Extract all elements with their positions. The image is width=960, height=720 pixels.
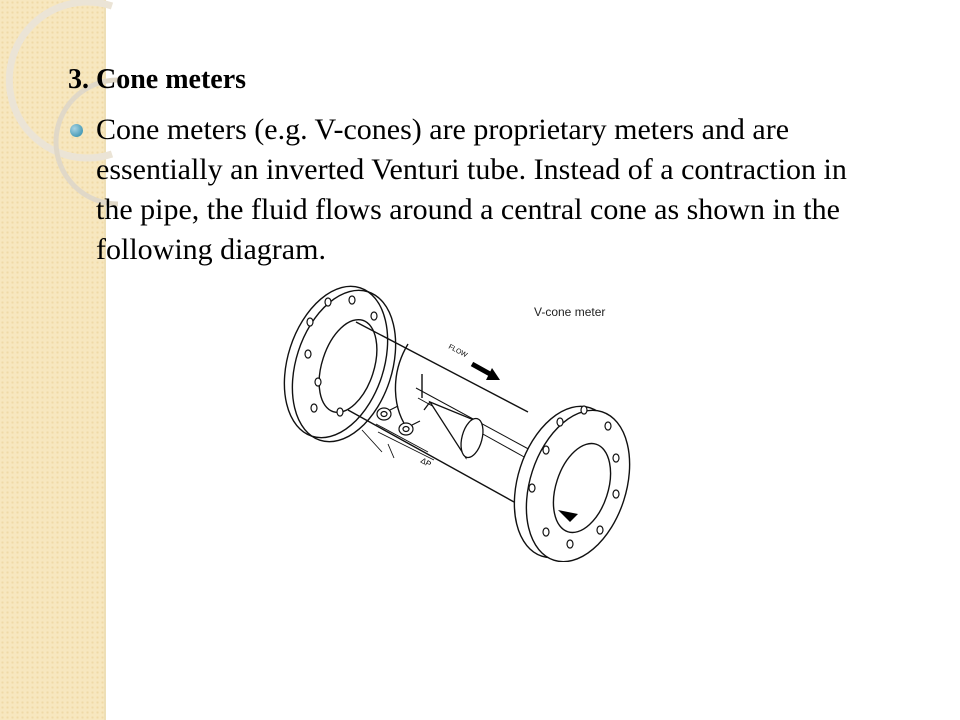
bullet-list: Cone meters (e.g. V-cones) are proprieta… [68, 110, 888, 278]
bullet-text: Cone meters (e.g. V-cones) are proprieta… [96, 113, 847, 266]
decorative-rings [5, 0, 119, 207]
diagram-caption: V-cone meter [534, 305, 605, 319]
v-cone-meter-diagram: V-cone meter FLOW [278, 282, 634, 562]
bullet-dot-icon [70, 124, 83, 137]
pressure-taps [376, 405, 421, 436]
slide-title: 3. Cone meters [68, 64, 247, 95]
cone [423, 400, 484, 460]
decor-ring-small [53, 77, 119, 207]
right-flange [513, 405, 631, 562]
delta-p-dimension [361, 423, 435, 461]
bullet-item: Cone meters (e.g. V-cones) are proprieta… [68, 110, 888, 278]
decor-ring-large [5, 0, 114, 162]
left-flange [283, 285, 397, 443]
